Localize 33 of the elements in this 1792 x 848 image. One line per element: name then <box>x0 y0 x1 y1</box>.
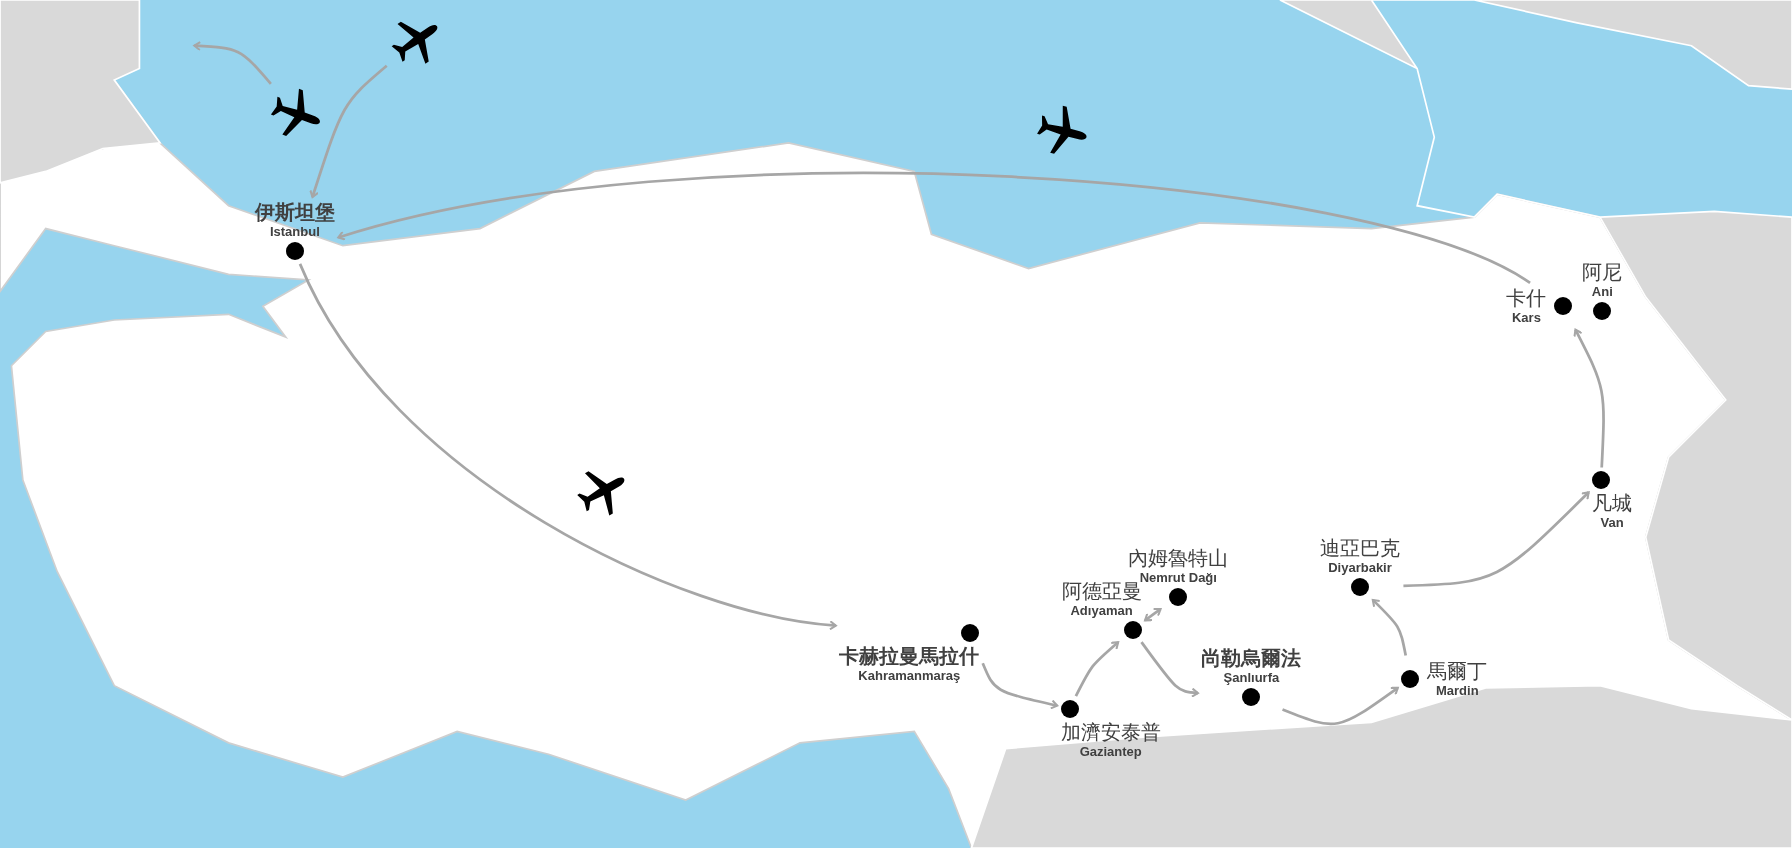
city-name: 阿尼 <box>1582 259 1623 284</box>
route-arrow <box>1144 607 1162 622</box>
route-arrow <box>981 662 1059 710</box>
city-name: 內姆魯特山 <box>1128 545 1229 570</box>
route-arrow <box>298 263 837 630</box>
route-arrow <box>1074 641 1120 697</box>
route-arrow <box>193 41 272 85</box>
route-arrow <box>1573 328 1605 468</box>
route-arrow <box>1371 598 1408 656</box>
city-name: Kahramanmaraş <box>858 668 961 685</box>
route-arrow <box>1140 641 1199 698</box>
route-arrow <box>1282 686 1399 726</box>
city-name: Mardin <box>1435 682 1479 699</box>
city-name: 伊斯坦堡 <box>254 200 335 225</box>
city-name: 尚勒烏爾法 <box>1201 646 1302 671</box>
city-name: Diyarbakir <box>1328 560 1392 577</box>
city-name: Kars <box>1511 310 1541 327</box>
city-name: 凡城 <box>1592 491 1633 515</box>
route-arrow <box>337 171 1531 285</box>
city-name: Istanbul <box>269 224 320 241</box>
route-arrow <box>309 64 388 199</box>
city-name: Van <box>1600 515 1624 531</box>
city-name: Adıyaman <box>1070 602 1133 619</box>
city-name: 迪亞巴克 <box>1320 536 1400 561</box>
city-name: 卡赫拉曼馬拉什 <box>839 644 980 669</box>
city-name: Gaziantep <box>1079 743 1142 760</box>
city-name: 卡什 <box>1506 286 1547 311</box>
city-name: 加濟安泰普 <box>1060 719 1161 744</box>
city-name: Nemrut Dağı <box>1139 569 1217 585</box>
city-name: Şanlıurfa <box>1223 670 1280 687</box>
city-name: 馬爾丁 <box>1427 658 1488 683</box>
city-name: Ani <box>1591 283 1613 300</box>
route-arrow <box>1403 491 1590 588</box>
